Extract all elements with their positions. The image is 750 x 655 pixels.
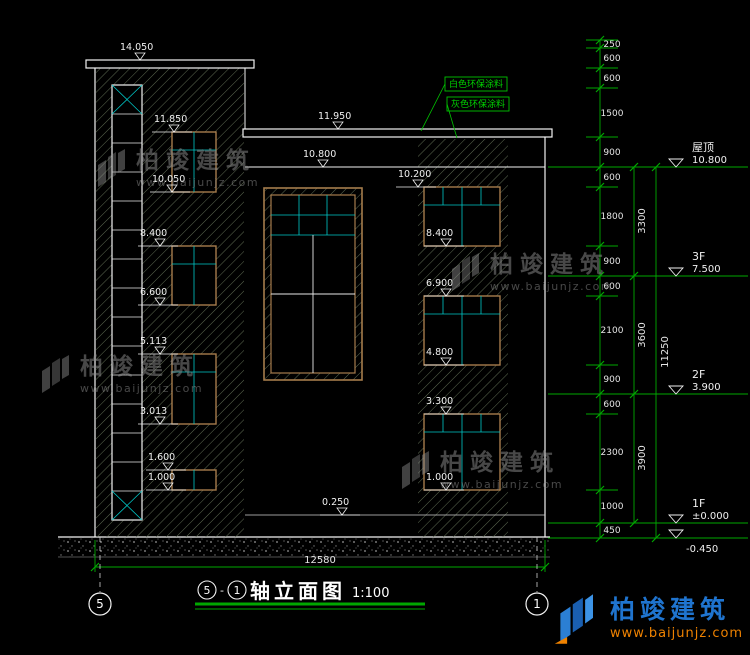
title-separator: -: [220, 584, 224, 597]
site-logo: 柏竣建筑 www.baijunjz.com: [550, 592, 743, 646]
dim-segment: 250: [603, 40, 620, 50]
dim-total-height: 11250: [660, 336, 671, 368]
dim-segment: 450: [603, 526, 620, 536]
paint-notes: 白色环保涂料 灰色环保涂料: [420, 76, 510, 139]
elevation-value: 1.000: [148, 472, 175, 483]
dim-floor-height: 3900: [637, 445, 648, 470]
dim-segment: 900: [603, 375, 620, 385]
note-white-paint: 白色环保涂料: [449, 78, 503, 90]
axis-bubbles: 5 1: [88, 537, 549, 616]
level-label: 2F: [692, 368, 705, 381]
dim-floor-height: 3300: [637, 208, 648, 233]
dim-segment: 600: [603, 173, 620, 183]
title-bubble-left: 5: [204, 584, 211, 597]
axis-bubble-right: 1: [533, 597, 541, 611]
window-middle: [263, 187, 363, 381]
elevation-markers-right: 10.200 8.400 6.900 4.800 3.300 1.000: [396, 169, 464, 491]
level-value: 3.900: [692, 382, 721, 393]
parapet-slab-right: [242, 128, 553, 138]
dim-segment: 600: [603, 54, 620, 64]
title-block: 5 - 1 轴立面图 1:100: [195, 579, 425, 610]
elevation-value: 10.800: [303, 149, 336, 160]
dim-segment: 600: [603, 400, 620, 410]
site-logo-brand: 柏竣建筑: [610, 595, 731, 625]
level-value: -0.450: [686, 544, 718, 555]
dim-segment: 1500: [601, 109, 624, 119]
cross-brace-panes: [111, 84, 143, 521]
elevation-value: 6.600: [140, 287, 167, 298]
elevation-value: 11.950: [318, 111, 351, 122]
dim-segment: 1800: [601, 212, 624, 222]
drawing-scale: 1:100: [352, 586, 389, 601]
elevation-value: 1.000: [426, 472, 453, 483]
note-gray-paint: 灰色环保涂料: [451, 98, 505, 110]
elevation-markers-middle: 11.950 10.800 0.250: [301, 111, 360, 516]
elevation-value: 5.113: [140, 336, 167, 347]
elevation-value: 10.200: [398, 169, 431, 180]
dim-segment: 2100: [601, 326, 624, 336]
elevation-value: 8.400: [140, 228, 167, 239]
building-outline: [85, 59, 553, 537]
level-label: 3F: [692, 250, 705, 263]
elevation-markers-left: 14.050 11.850 10.050 8.400 6.600 5.113 3…: [118, 42, 192, 491]
elevation-value: 0.250: [322, 497, 349, 508]
dim-segment: 1000: [601, 502, 624, 512]
windows-right-column: [423, 186, 501, 491]
dim-floor-height: 3600: [637, 322, 648, 347]
axis-bubble-left: 5: [96, 597, 104, 611]
windows-left-column: [171, 131, 217, 491]
elevation-value: 10.050: [152, 174, 185, 185]
level-value: 7.500: [692, 264, 721, 275]
dim-segment: 900: [603, 148, 620, 158]
elevation-value: 3.300: [426, 396, 453, 407]
elevation-value: 3.013: [140, 406, 167, 417]
elevation-value: 4.800: [426, 347, 453, 358]
bottom-dimension: 12580: [90, 540, 550, 572]
dim-segment: 600: [603, 282, 620, 292]
elevation-value: 14.050: [120, 42, 153, 53]
ground-strip: [58, 536, 550, 558]
dim-segment: 600: [603, 74, 620, 84]
dim-segment: 900: [603, 257, 620, 267]
title-bubble-right: 1: [234, 584, 241, 597]
drawing-title: 轴立面图: [250, 579, 346, 603]
level-value: 10.800: [692, 155, 727, 166]
stairwell-window-strip: [111, 84, 143, 521]
elevation-value: 8.400: [426, 228, 453, 239]
level-value: ±0.000: [692, 511, 729, 522]
site-logo-icon: [554, 594, 593, 644]
site-logo-site: www.baijunjz.com: [610, 625, 744, 641]
elevation-value: 1.600: [148, 452, 175, 463]
elevation-value: 11.850: [154, 114, 187, 125]
elevation-value: 6.900: [426, 278, 453, 289]
floor-level-markers: 屋顶 10.800 3F 7.500 2F 3.900 1F ±0.000 -0…: [548, 141, 748, 555]
level-label: 屋顶: [692, 141, 714, 154]
dim-total-width: 12580: [304, 555, 336, 566]
level-label: 1F: [692, 497, 705, 510]
parapet-slab-left: [85, 59, 255, 69]
dim-segment: 2300: [601, 448, 624, 458]
